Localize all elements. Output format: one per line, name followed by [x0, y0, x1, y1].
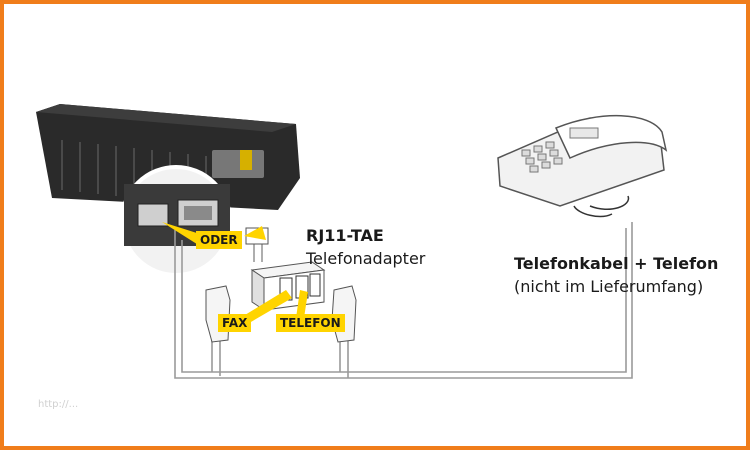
- phone-subtitle: (nicht im Lieferumfang): [514, 277, 704, 296]
- port-zoom-circle: [120, 165, 232, 277]
- watermark: http://...: [38, 399, 79, 410]
- adapter-title: RJ11-TAE: [306, 226, 384, 245]
- oder-tag: ODER: [196, 231, 242, 249]
- telefon-tag: TELEFON: [276, 314, 345, 332]
- fax-tag: FAX: [218, 314, 252, 332]
- phone-title: Telefonkabel + Telefon: [514, 254, 719, 273]
- pointer-arrows: [162, 222, 308, 326]
- adapter-subtitle: Telefonadapter: [306, 249, 426, 268]
- telephone: [497, 114, 668, 218]
- cables: [174, 222, 633, 379]
- tae-adapter: [250, 261, 326, 311]
